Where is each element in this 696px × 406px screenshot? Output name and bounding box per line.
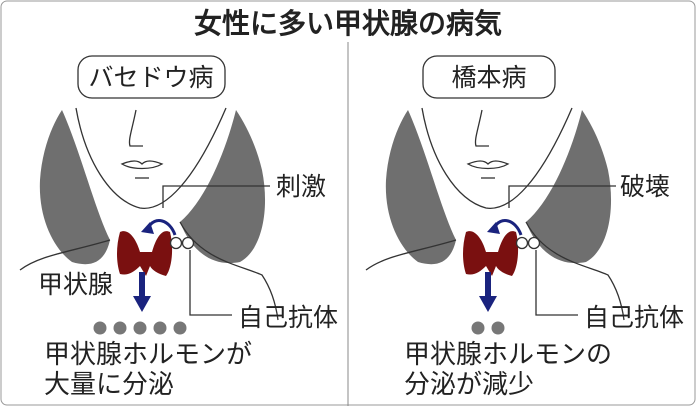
action-label: 破壊: [620, 172, 670, 201]
hormone-dots: [471, 321, 505, 335]
hormone-dot: [113, 321, 127, 335]
hormone-dot: [471, 321, 485, 335]
thyroid-label: 甲状腺: [38, 270, 113, 299]
action-label: 刺激: [276, 172, 326, 201]
antibody-label: 自己抗体: [238, 303, 338, 332]
hormone-dot: [133, 321, 147, 335]
diagram-title: 女性に多い甲状腺の病気: [194, 7, 502, 40]
hormone-dot: [491, 321, 505, 335]
hormone-dot: [153, 321, 167, 335]
body-illustration: [364, 106, 626, 322]
disease-label-box: [422, 55, 556, 99]
result-line-1: 甲状腺ホルモンが: [44, 340, 252, 370]
result-line-1: 甲状腺ホルモンの: [404, 340, 612, 370]
hormone-dot: [173, 321, 187, 335]
disease-label-box: [77, 55, 226, 99]
antibody-label: 自己抗体: [584, 303, 684, 332]
result-line-2: 大量に分泌: [44, 370, 174, 400]
hormone-dot: [93, 321, 107, 335]
panel-hashimoto: 橋本病 破壊 自己抗体 甲状腺ホルモンの 分泌が減少: [364, 55, 684, 400]
panel-graves: バセドウ病 刺激 甲状腺 自己抗体 甲状腺ホルモンが 大量に分泌: [18, 55, 338, 400]
disease-name: バセドウ病: [88, 63, 213, 92]
disease-name: 橋本病: [451, 63, 526, 92]
hormone-dots: [93, 321, 187, 335]
result-line-2: 分泌が減少: [404, 370, 534, 400]
